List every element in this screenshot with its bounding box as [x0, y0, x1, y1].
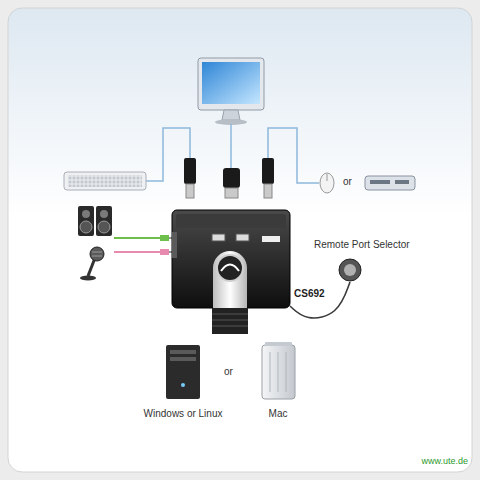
kvm-switch-node: CS692	[172, 210, 290, 310]
hdmi-plug	[223, 168, 240, 198]
mac-pro-icon	[270, 352, 271, 392]
microphone-icon	[92, 256, 102, 257]
mac-pro-icon	[262, 345, 295, 399]
mac-pro-icon	[286, 352, 287, 392]
monitor-icon	[198, 58, 264, 125]
speaker-icon	[82, 210, 90, 218]
model-name: CS692	[294, 288, 325, 300]
mac-pro-icon	[278, 352, 279, 392]
computer-node: Mac	[258, 342, 298, 422]
displayport-plug	[186, 184, 194, 198]
or-label: or	[224, 366, 233, 378]
audio-cable	[160, 235, 169, 241]
remote-knob	[339, 259, 361, 281]
audio-cable	[160, 249, 169, 255]
mouse-icon	[320, 173, 334, 193]
panel	[8, 8, 472, 472]
displayport-plug	[184, 158, 196, 184]
caption: Mac	[269, 408, 288, 420]
audio-cable	[114, 237, 160, 239]
speaker-icon	[96, 206, 112, 236]
kvm-switch	[236, 234, 249, 241]
kvm-switch	[212, 326, 248, 327]
remote-knob	[339, 259, 361, 281]
device-label: Remote Port Selector	[314, 239, 410, 251]
mouse-icon	[320, 173, 334, 193]
speaker-icon	[80, 221, 92, 233]
speaker-icon	[100, 210, 108, 218]
kvm-switch	[172, 210, 290, 334]
pc-tower-icon	[166, 345, 200, 399]
caption: Windows or Linux	[144, 408, 223, 420]
kvm-switch	[262, 236, 280, 242]
keyboard-icon	[64, 172, 146, 190]
hdmi-plug	[225, 188, 238, 198]
kvm-switch	[212, 314, 248, 315]
mac-pro-icon	[265, 342, 292, 346]
kvm-switch	[172, 232, 177, 258]
video-wire	[268, 128, 319, 183]
monitor-icon	[222, 110, 240, 120]
kvm-switch	[176, 214, 286, 228]
monitor-icon	[202, 62, 260, 104]
remote-selector: Remote Port Selector	[338, 258, 362, 282]
audio-cable	[114, 251, 160, 253]
kvm-switch	[221, 265, 239, 272]
keyboard-icon	[68, 175, 142, 187]
mac-pro-icon	[262, 342, 295, 399]
microphone-icon	[90, 247, 104, 261]
kvm-switch	[213, 251, 247, 308]
video-wire	[230, 124, 232, 168]
pc-tower-icon	[170, 357, 196, 361]
watermark: www.ute.de	[421, 455, 468, 467]
video-wire	[146, 128, 190, 181]
displayport-plug	[184, 158, 274, 198]
microphone-icon	[80, 247, 104, 281]
speaker-icon	[78, 206, 94, 236]
remote-knob	[344, 264, 356, 276]
kvm-switch	[172, 210, 290, 308]
pc-tower-icon	[170, 350, 196, 354]
computer-node: Windows or Linux	[140, 342, 227, 422]
kvm-switch	[217, 255, 243, 281]
mouse-icon	[327, 174, 328, 181]
audio-cable	[114, 235, 174, 255]
card-reader-icon	[370, 180, 390, 184]
remote-cable	[290, 282, 350, 318]
card-reader-icon	[365, 176, 415, 190]
microphone-icon	[80, 276, 96, 281]
speaker-icon	[78, 206, 112, 236]
kvm-switch	[212, 308, 248, 334]
card-reader-icon	[395, 180, 409, 184]
hdmi-plug	[223, 168, 240, 188]
displayport-plug	[264, 184, 272, 198]
kvm-switch	[212, 234, 225, 241]
pc-tower-icon	[181, 383, 185, 387]
kvm-switch	[212, 320, 248, 321]
keyboard-icon	[64, 172, 146, 190]
displayport-plug	[262, 158, 274, 184]
monitor-icon	[198, 58, 264, 110]
speaker-icon	[98, 221, 110, 233]
pc-tower-icon	[166, 345, 200, 399]
card-reader-icon	[365, 176, 415, 190]
microphone-icon	[92, 252, 102, 253]
or-label: or	[343, 176, 352, 188]
